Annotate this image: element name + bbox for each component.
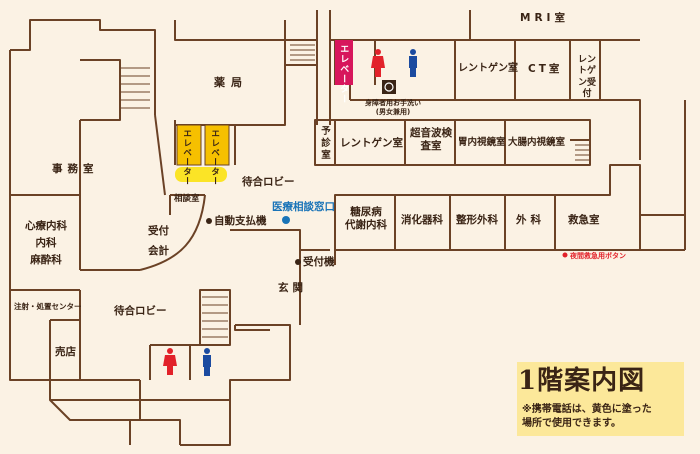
female-toilet-icon [163,49,385,375]
room-shop: 売店 [55,346,76,358]
room-surgery: 外科 [516,214,545,226]
reception-accounting: 受付 会計 [148,225,169,257]
room-gastroscopy: 胃内視鏡室 [458,137,506,148]
elevator-1: エレベーター [181,129,192,186]
night-button: 夜間救急用ボタン [570,252,626,260]
phone-zone [175,167,227,182]
auto-payment: 自動支払機 [206,215,267,228]
room-colonoscopy: 大腸内視鏡室 [508,137,566,148]
room-emergency: 救急室 [568,214,600,226]
room-injection: 注射・処置センター [14,302,82,311]
room-consultation: 相談室 [174,194,200,204]
room-diabetes: 糖尿病 代謝内科 [345,206,387,232]
room-ultrasound: 超音波検査室 [410,127,452,153]
room-gastroenterology: 消化器科 [401,214,443,226]
room-xray-east: レントゲン室 [458,63,518,74]
elevator-2: エレベーター [209,129,220,186]
entrance: 玄関 [278,282,307,294]
legend-panel [517,362,684,436]
room-xray-center: レントゲン室 [340,137,403,149]
elevator-red: エレベーター [338,44,349,104]
room-ct: CT室 [528,63,563,75]
room-orthopedics: 整形外科 [456,214,498,226]
map-title: 1階案内図 [518,366,646,396]
waiting-lobby-south: 待合ロビー [114,305,167,317]
wheelchair-icon [382,80,396,94]
room-pharmacy: 薬局 [214,76,248,89]
wheelchair-toilet-note: 身障者用お手洗い(男女兼用) [365,99,421,116]
room-mri: MRI室 [520,12,569,24]
room-vaccination: 予診室 [321,126,331,161]
room-office: 事務室 [52,163,99,175]
male-toilet-icon [203,49,417,376]
waiting-lobby-north: 待合ロビー [242,176,295,188]
legend-note: ※携帯電話は、黄色に塗った場所で使用できます。 [522,404,652,429]
reception-machine: 受付機 [295,256,335,269]
room-xray-reception: レントゲン受付 [577,55,596,99]
room-cardio: 心療内科 内科 麻酔科 [25,220,67,266]
medical-counter: 医療相談窓口 [272,201,335,213]
